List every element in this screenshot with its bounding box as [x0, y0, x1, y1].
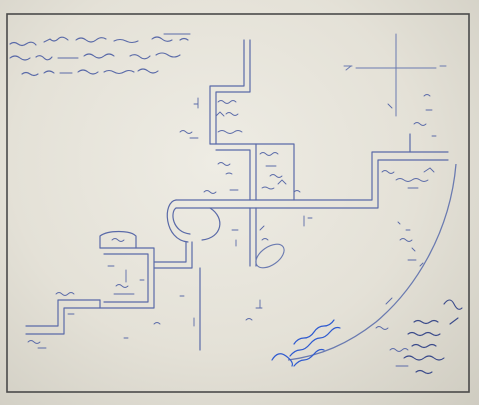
- road-main-east-west: [175, 151, 449, 209]
- label-cluster-north: [193, 97, 239, 117]
- label-cluster-south-mid: [123, 295, 195, 339]
- stamp-line-5: [415, 369, 433, 375]
- label-cluster-top-right: [387, 94, 437, 137]
- header-note-line-1: [9, 36, 189, 47]
- road-central-block: [209, 143, 257, 201]
- stamp-line-3: [411, 343, 437, 349]
- road-link-west: [153, 241, 193, 269]
- compass-cross: [343, 33, 447, 117]
- label-cluster-west: [27, 292, 75, 349]
- road-south-segment: [249, 207, 257, 267]
- official-note-signature: [271, 353, 293, 367]
- label-cluster-arc: [375, 297, 409, 367]
- road-left-upper-loop: [99, 230, 137, 249]
- label-cluster-center-left: [179, 130, 243, 175]
- stamp-block: [403, 299, 463, 375]
- label-clusters: [27, 94, 437, 367]
- stamp-line-4: [403, 355, 445, 361]
- road-southwest-segment: [25, 299, 101, 335]
- label-cluster-center-south: [231, 225, 269, 321]
- label-cluster-right-block: [381, 167, 435, 189]
- compass-west-mark: [343, 65, 353, 71]
- official-note: [271, 319, 341, 367]
- road-east-branch: [255, 143, 295, 201]
- road-curved-bypass: [166, 199, 191, 243]
- hand-drawn-map: [6, 13, 470, 393]
- map-sheet: [4, 4, 475, 401]
- header-note-line-3: [21, 68, 159, 77]
- road-left-block: [99, 247, 155, 309]
- label-cluster-junction: [203, 189, 313, 227]
- stamp-line-1: [413, 319, 439, 325]
- road-inner-curve: [201, 207, 221, 241]
- official-note-line-3: [293, 348, 325, 367]
- official-note-line-1: [293, 319, 335, 345]
- label-cluster-center-right: [259, 152, 287, 190]
- road-north-segment: [209, 39, 251, 145]
- signature-squiggle: [443, 299, 463, 325]
- stamp-line-2: [407, 331, 441, 337]
- header-note-line-2: [9, 52, 181, 61]
- pond-shape: [255, 243, 285, 269]
- sheet-border: [6, 13, 470, 393]
- header-notes: [9, 33, 191, 77]
- label-cluster-east-field: [397, 221, 424, 267]
- label-cluster-left-block: [107, 238, 145, 295]
- boundary-arc: [287, 163, 457, 361]
- official-note-line-2: [289, 326, 341, 357]
- road-network: [25, 39, 449, 351]
